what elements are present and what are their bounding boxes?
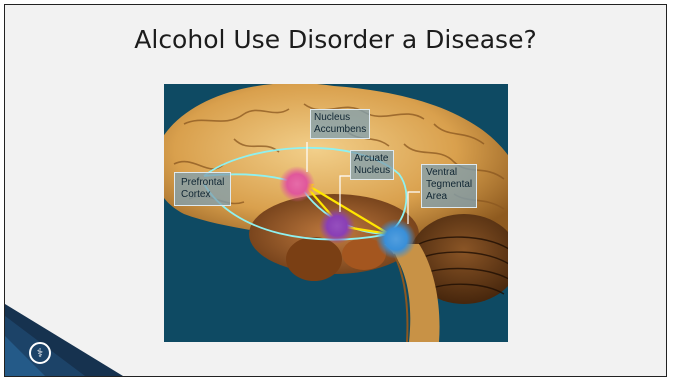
label-arcuate-nucleus: Arcuate Nucleus xyxy=(350,150,394,180)
arcuate-nucleus-line-1: Arcuate xyxy=(354,153,390,165)
label-ventral-tegmental-area: Ventral Tegmental Area xyxy=(421,164,477,208)
caduceus-icon: ⚕ xyxy=(29,342,51,364)
prefrontal-cortex-line-2: Cortex xyxy=(181,189,224,201)
nucleus-accumbens-line-1: Nucleus xyxy=(314,112,366,124)
slide-title: Alcohol Use Disorder a Disease? xyxy=(5,25,666,54)
vta-line-3: Area xyxy=(426,191,472,203)
prefrontal-cortex-line-1: Prefrontal xyxy=(181,177,224,189)
vta-line-2: Tegmental xyxy=(426,179,472,191)
label-prefrontal-cortex: Prefrontal Cortex xyxy=(174,172,231,206)
nucleus-accumbens-line-2: Accumbens xyxy=(314,124,366,136)
arcuate-nucleus-line-2: Nucleus xyxy=(354,165,390,177)
vta-line-1: Ventral xyxy=(426,167,472,179)
brain-diagram-image: Nucleus Accumbens Arcuate Nucleus Prefro… xyxy=(164,84,508,342)
label-nucleus-accumbens: Nucleus Accumbens xyxy=(310,109,370,139)
corner-accent xyxy=(5,296,135,376)
slide: Alcohol Use Disorder a Disease? xyxy=(4,4,667,377)
